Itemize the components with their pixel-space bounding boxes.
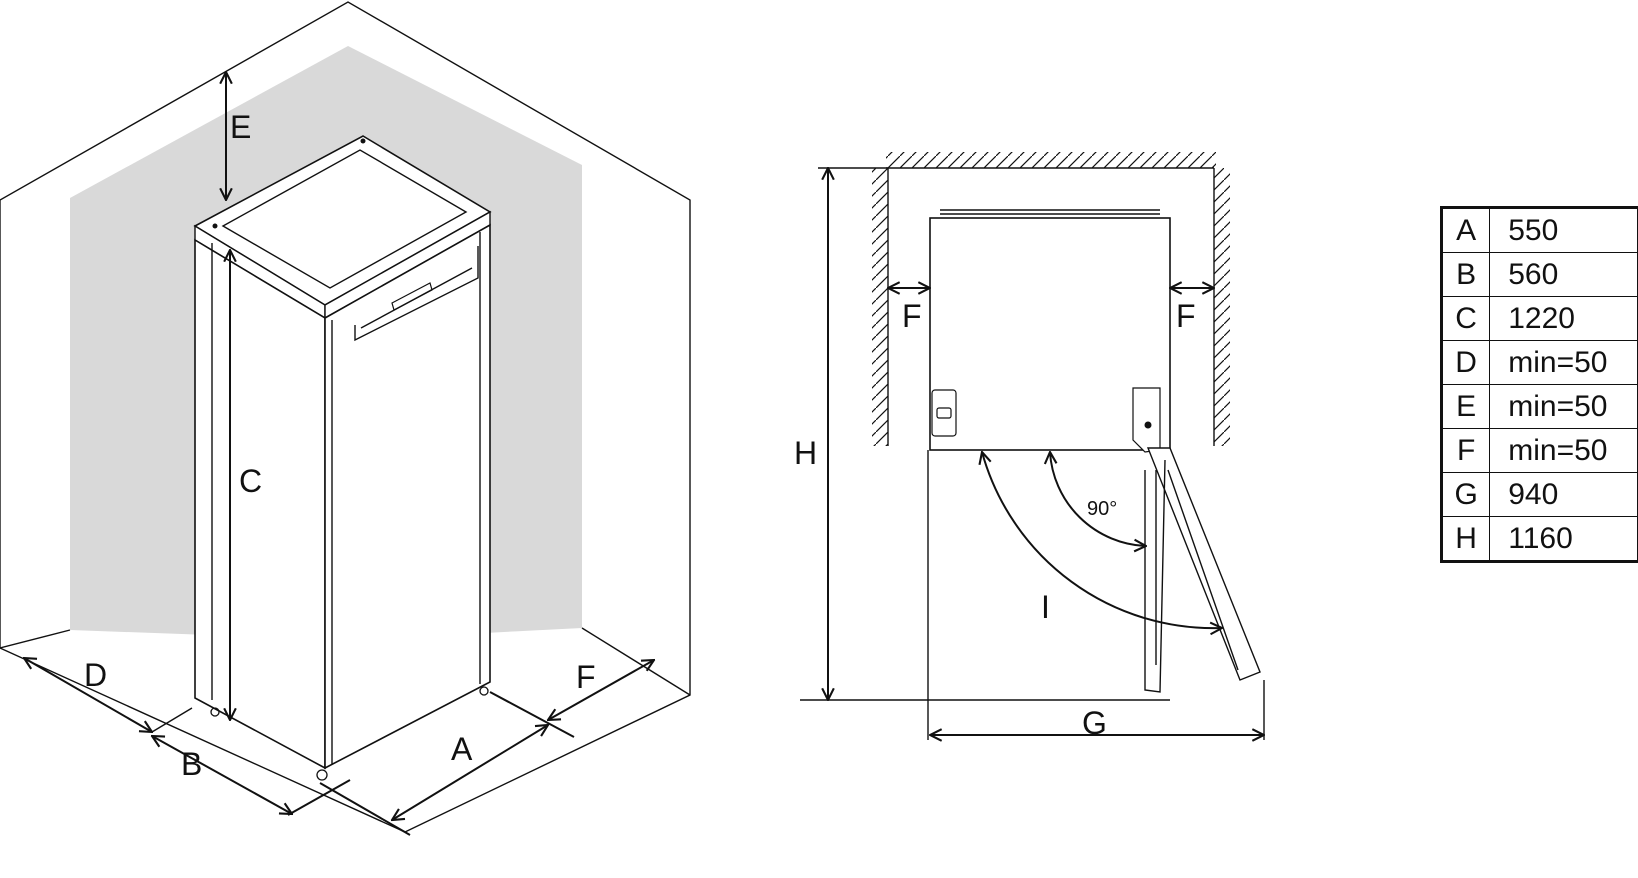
- spec-key: F: [1439, 428, 1491, 473]
- dim-b-line: [152, 736, 292, 814]
- label-angle: 90°: [1087, 498, 1117, 520]
- dim-d-line: [24, 658, 152, 732]
- label-h: H: [794, 435, 817, 471]
- spec-key: G: [1439, 472, 1491, 517]
- fridge-top: [927, 209, 1261, 701]
- spec-key: E: [1439, 384, 1491, 429]
- spec-value: min=50: [1489, 340, 1638, 385]
- spec-key: D: [1439, 340, 1491, 385]
- label-f-right: F: [1176, 298, 1196, 334]
- angle-i-arc: [982, 452, 1222, 628]
- label-g: G: [1082, 705, 1107, 741]
- spec-key: H: [1439, 516, 1491, 563]
- spec-value: 1220: [1489, 296, 1638, 341]
- spec-key: A: [1439, 206, 1491, 253]
- label-c: C: [239, 463, 262, 499]
- spec-value: 560: [1489, 252, 1638, 297]
- dim-f-line: [548, 660, 654, 720]
- spec-value: 940: [1489, 472, 1638, 517]
- label-f-iso: F: [576, 659, 596, 695]
- label-a: A: [451, 731, 473, 767]
- label-e: E: [230, 109, 251, 145]
- top-view: F F H G I 90°: [794, 152, 1264, 741]
- label-d: D: [84, 657, 107, 693]
- spec-value: 550: [1489, 206, 1638, 253]
- spec-key: B: [1439, 252, 1491, 297]
- iso-view: E C D B A F: [0, 1, 691, 836]
- spec-value: min=50: [1489, 428, 1638, 473]
- spec-value: min=50: [1489, 384, 1638, 429]
- spec-value: 1160: [1489, 516, 1638, 563]
- spec-key: C: [1439, 296, 1491, 341]
- label-b: B: [181, 746, 202, 782]
- label-i: I: [1041, 589, 1050, 625]
- fridge-iso: [193, 135, 492, 781]
- dim-a-line: [392, 725, 548, 820]
- label-f-left: F: [902, 298, 922, 334]
